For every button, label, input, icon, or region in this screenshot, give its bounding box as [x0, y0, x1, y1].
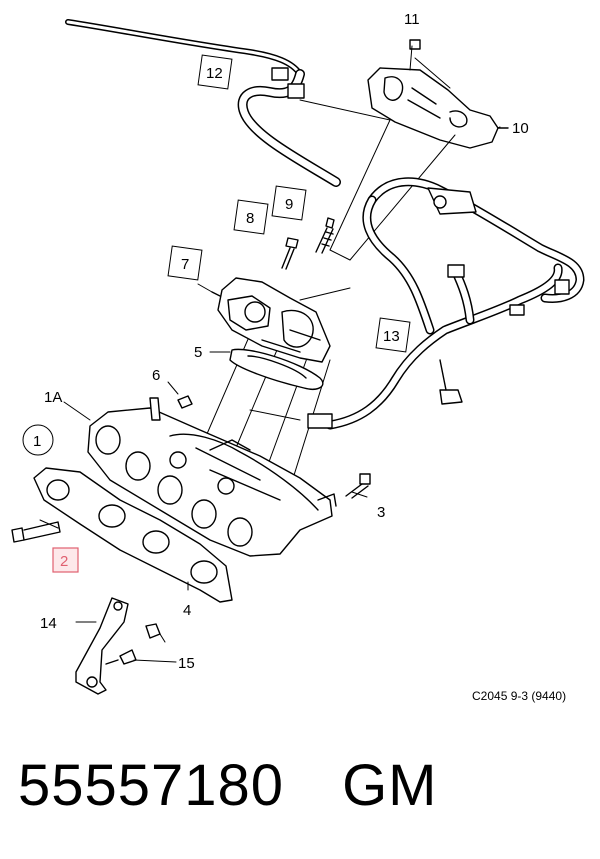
exploded-parts-diagram: 11 12 10 9 8 7 13 5 6 1A 1 3 2 4 14 15 [11, 11, 585, 695]
callout-8: 8 [246, 210, 254, 227]
bolt-part-6 [177, 395, 193, 409]
bracket-part-10 [367, 67, 509, 149]
nut-part-11 [409, 39, 421, 50]
support-bracket-part-14 [75, 597, 129, 695]
callout-10: 10 [512, 120, 529, 137]
stud-part-9 [315, 217, 335, 254]
callout-circle-1 [22, 424, 54, 456]
callout-7: 7 [181, 256, 189, 273]
brand-name: GM [342, 753, 438, 818]
callout-4: 4 [183, 602, 191, 619]
part-number: 55557180 [18, 753, 285, 818]
hose-assembly-part-13 [307, 177, 585, 430]
callout-box-12 [197, 54, 233, 90]
callout-box-7 [167, 245, 203, 281]
callout-1: 1 [33, 433, 41, 450]
vacuum-hose-part-12 [65, 19, 341, 187]
callout-5: 5 [194, 344, 202, 361]
callout-box-8 [233, 199, 269, 235]
callout-15: 15 [178, 655, 195, 672]
bolt-part-2 [11, 521, 61, 543]
manifold-gasket-part-4 [33, 467, 233, 603]
callout-12: 12 [206, 65, 223, 82]
callout-box-9 [271, 185, 307, 221]
callout-2: 2 [60, 553, 68, 570]
callout-box-2-highlight [52, 547, 79, 573]
bolt-part-3 [345, 473, 371, 499]
callout-6: 6 [152, 367, 160, 384]
part-number-line: 55557180 GM [18, 752, 438, 819]
throttle-gasket-part-5 [229, 348, 324, 390]
intake-manifold-part-1a [87, 397, 337, 557]
callout-14: 14 [40, 615, 57, 632]
callout-box-13 [375, 317, 411, 353]
bolt-part-8 [281, 237, 299, 270]
callout-leaders [39, 126, 501, 663]
callout-11: 11 [404, 11, 420, 28]
diagram-caption: C2045 9-3 (9440) [472, 689, 567, 703]
callout-13: 13 [383, 328, 400, 345]
callout-3: 3 [377, 504, 385, 521]
callout-9: 9 [285, 196, 293, 213]
callout-1a: 1A [44, 389, 62, 406]
throttle-body-part-7 [211, 277, 331, 363]
